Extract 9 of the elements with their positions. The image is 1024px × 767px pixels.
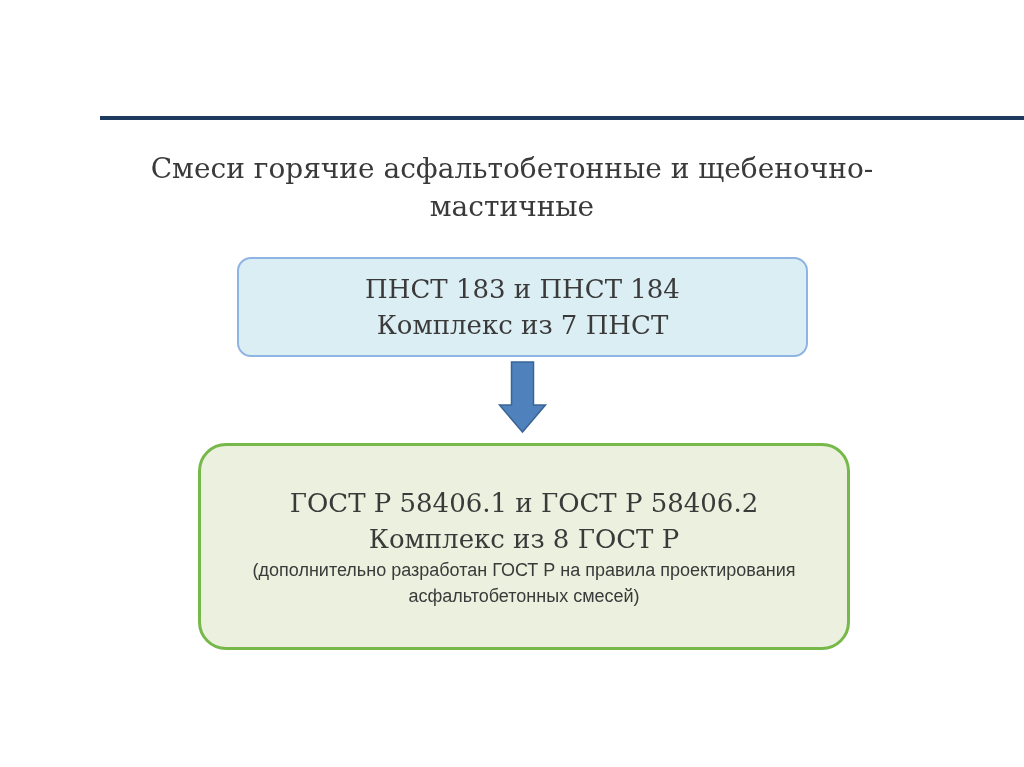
rounded-box bbox=[237, 257, 808, 357]
box-note: (дополнительно разработан ГОСТ Р на правила проектирования асфальтобетонных смесей) bbox=[251, 558, 797, 608]
block-arrow bbox=[497, 361, 548, 434]
slide-title: Смеси горячие асфальтобетонные и щебеночно-мастичные bbox=[150, 151, 874, 225]
box-subheading: Комплекс из 7 ПНСТ bbox=[376, 309, 669, 342]
rounded-box bbox=[198, 443, 850, 650]
box-heading: ГОСТ Р 58406.1 и ГОСТ Р 58406.2 bbox=[289, 486, 759, 520]
box-heading: ПНСТ 183 и ПНСТ 184 bbox=[365, 273, 680, 306]
box-subheading: Комплекс из 8 ГОСТ Р bbox=[368, 522, 680, 556]
